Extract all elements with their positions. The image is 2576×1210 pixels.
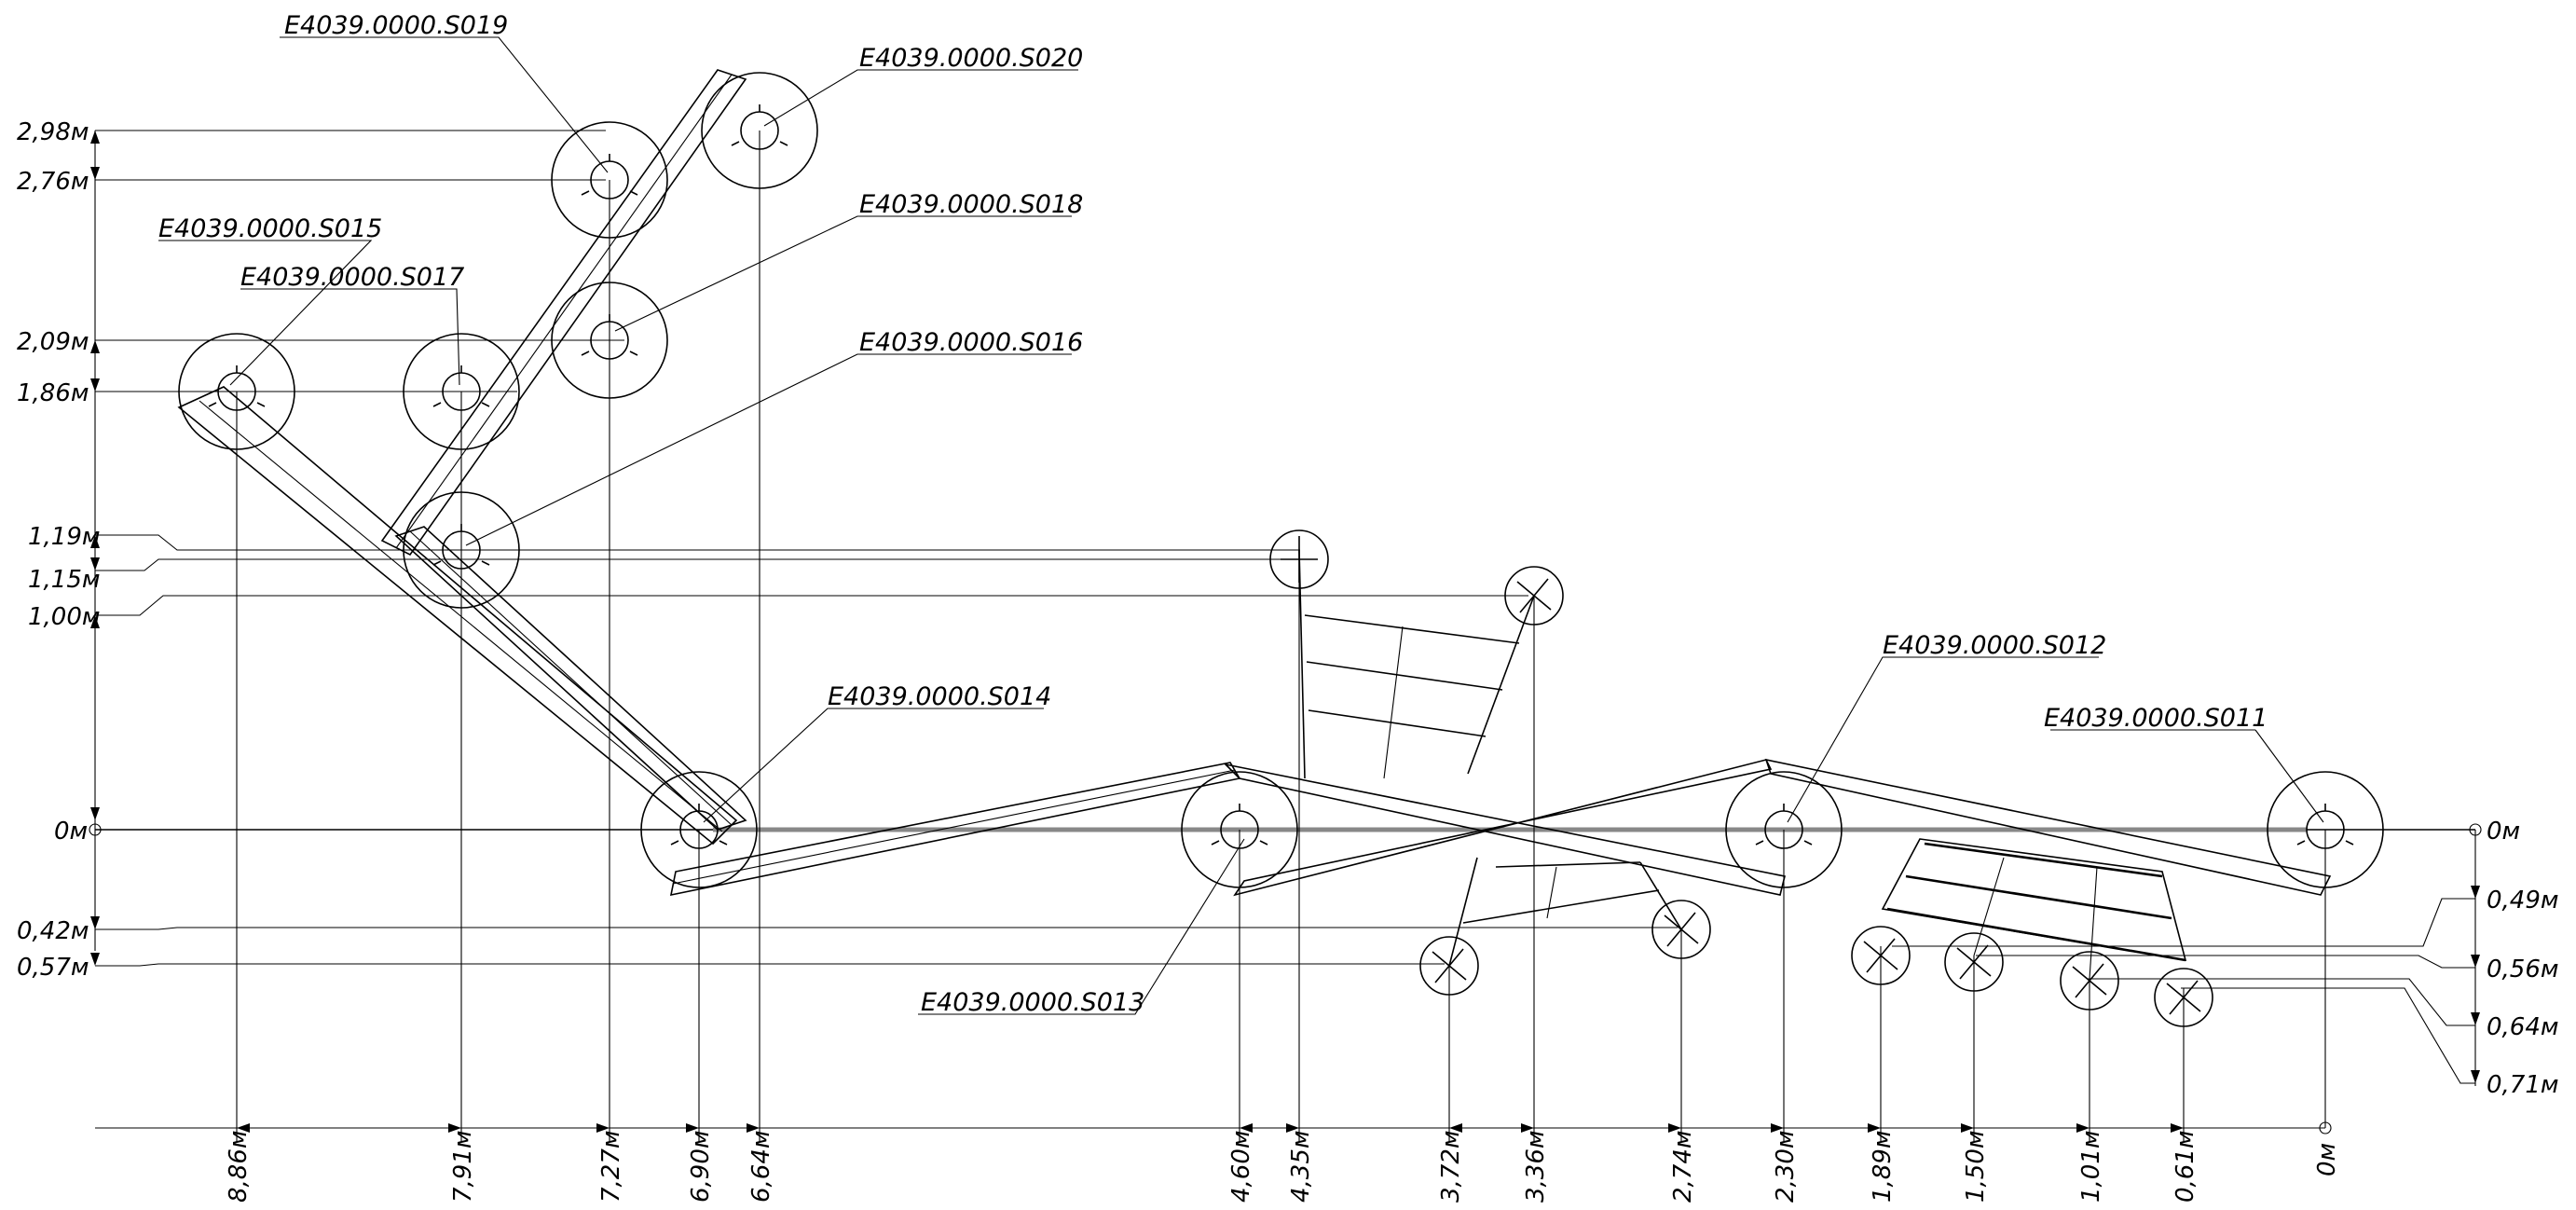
distance-label: 7,27м (597, 1130, 625, 1203)
height-label: 2,76м (17, 168, 89, 196)
distance-extension-lines (236, 131, 2326, 1142)
height-label: 2,09м (17, 328, 89, 356)
height-label: 2,98м (17, 118, 89, 146)
part-label: E4039.0000.S017 (240, 263, 464, 292)
leader-lines (158, 36, 2324, 1015)
height-extension-lines (95, 130, 2475, 1084)
height-label: 0,56м (2487, 956, 2559, 983)
distance-label: 6,90м (687, 1130, 715, 1203)
part-labels: E4039.0000.S019 E4039.0000.S020 E4039.00… (158, 11, 2268, 1017)
height-label: 0,71м (2487, 1071, 2559, 1099)
distance-label: 6,64м (747, 1130, 775, 1203)
distance-label: 3,72м (1437, 1130, 1465, 1203)
distance-label: 4,35м (1287, 1130, 1315, 1203)
hub-details (208, 104, 2354, 849)
height-label: 1,00м (28, 603, 101, 631)
height-label: 1,86м (17, 379, 89, 407)
part-label: E4039.0000.S014 (828, 682, 1051, 711)
part-label: E4039.0000.S019 (284, 11, 508, 40)
height-label: 0,49м (2487, 887, 2559, 914)
ladder-upper (1298, 549, 1535, 779)
height-label: 0,42м (17, 917, 89, 945)
right-scale-arrows (2471, 886, 2480, 1083)
right-height-labels: 0м 0,49м 0,56м 0,64м 0,71м (2487, 818, 2559, 1099)
distance-label: 7,91м (449, 1130, 477, 1203)
part-label: E4039.0000.S015 (158, 214, 382, 243)
distance-label: 1,01м (2077, 1130, 2105, 1203)
distance-label: 8,86м (225, 1130, 253, 1203)
bottom-scale-arrows (237, 1123, 2184, 1133)
height-label: 1,15м (28, 566, 101, 594)
swing-circles (178, 72, 2384, 888)
distance-label: 1,89м (1869, 1130, 1897, 1203)
distance-label: 2,74м (1669, 1130, 1697, 1203)
part-label: E4039.0000.S020 (859, 44, 1083, 73)
part-label: E4039.0000.S013 (921, 988, 1144, 1017)
height-label: 0м (54, 818, 88, 846)
part-label: E4039.0000.S016 (859, 328, 1083, 357)
roller-platform (1881, 838, 2187, 980)
ladder-lower (1448, 857, 1682, 967)
small-circles (1269, 529, 2213, 1027)
height-label: 0,57м (17, 954, 89, 982)
left-scale-arrows (90, 131, 100, 966)
part-label: E4039.0000.S018 (859, 190, 1083, 219)
left-height-labels: 2,98м 2,76м 2,09м 1,86м 1,19м 1,15м 1,00… (17, 118, 101, 982)
distance-label: 0,61м (2172, 1130, 2199, 1203)
distance-label: 4,60м (1227, 1130, 1255, 1203)
height-label: 0,64м (2487, 1013, 2559, 1041)
part-label: E4039.0000.S011 (2044, 704, 2268, 733)
distance-label: 3,36м (1522, 1130, 1550, 1203)
distance-label: 2,30м (1772, 1130, 1800, 1203)
distance-label: 0м (2313, 1143, 2341, 1176)
distance-label: 1,50м (1962, 1130, 1990, 1203)
seesaw-structures-left (177, 69, 2332, 897)
height-label: 1,19м (28, 523, 101, 551)
bottom-distance-labels: 8,86м 7,91м 7,27м 6,90м 6,64м 4,60м 4,35… (225, 1130, 2341, 1203)
part-label: E4039.0000.S012 (1883, 631, 2106, 660)
label-underlines (158, 36, 2099, 1015)
height-label: 0м (2487, 818, 2520, 846)
